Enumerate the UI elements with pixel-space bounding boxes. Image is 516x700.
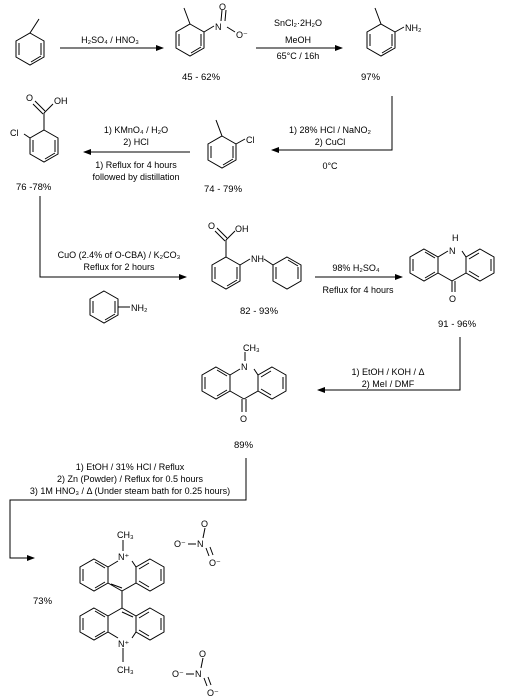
yield-acridone: 91 - 96% [438, 319, 477, 330]
lucigenin-upper-nplus-label: N⁺ [118, 552, 129, 562]
step8-reagents-1: 1) EtOH / 31% HCl / Reflux [76, 462, 185, 472]
phenylanthranilic-o-label: O [208, 221, 215, 231]
phenylanthranilic-oh-label: OH [235, 224, 249, 234]
step3-reagents-1: 1) 28% HCl / NaNO₂ [289, 125, 372, 135]
phenylanthranilic-nh-label: NH [251, 254, 264, 264]
acridone-o-label: O [449, 294, 456, 304]
acridone-n-label: N [449, 246, 456, 256]
step4-reagents-1: 1) KMnO₄ / H₂O [104, 125, 168, 135]
nitrate-lower-o-top: O [199, 649, 206, 659]
step7-reagents-2: 2) MeI / DMF [362, 379, 415, 389]
step8-reagents-3: 3) 1M HNO₃ / Δ (Under steam bath for 0.2… [30, 486, 230, 496]
step2-reagents-2: MeOH [285, 35, 311, 45]
step6-reagents-1: 98% H₂SO₄ [332, 263, 380, 273]
yield-chlorotoluene: 74 - 79% [204, 184, 243, 195]
toluidine-structure [366, 7, 405, 57]
lucigenin-structure [79, 527, 214, 687]
step8-reagents-2: 2) Zn (Powder) / Reflux for 0.5 hours [57, 474, 204, 484]
chlorobenzoic-oh-label: OH [54, 96, 68, 106]
yield-phenylanthranilic: 82 - 93% [240, 306, 279, 317]
lucigenin-lower-ch3-label: CH₃ [117, 665, 134, 675]
step3-reagents-2: 2) CuCl [315, 137, 346, 147]
step3-reagents-3: 0°C [322, 161, 338, 171]
phenylanthranilic-acid-structure [211, 227, 302, 290]
step2-reagents-3: 65°C / 16h [277, 51, 320, 61]
yield-chlorobenzoic: 76 -78% [16, 182, 52, 193]
step4-reagents-3: 1) Reflux for 4 hours [95, 160, 177, 170]
nitro-ominus-label: O⁻ [236, 30, 248, 40]
nitrate-lower-n: N [195, 669, 202, 679]
nitrotoluene-structure [175, 7, 236, 57]
chlorotoluene-structure [207, 119, 246, 169]
nitrate-lower-ominus: O⁻ [172, 669, 184, 679]
step6-reagents-2: Reflux for 4 hours [322, 285, 394, 295]
methylacridone-structure [201, 352, 287, 412]
step5-arrow [39, 196, 187, 280]
step5-reagents-1: CuO (2.4% of O-CBA) / K₂CO₃ [58, 250, 181, 260]
nitrate-upper-o-bottom: O⁻ [209, 558, 221, 568]
aniline-nh2-label: NH₂ [131, 303, 148, 313]
step4-reagents-2: 2) HCl [123, 137, 149, 147]
toluene-structure [15, 18, 45, 66]
step4-reagents-4: followed by distillation [92, 172, 179, 182]
step2-reagents-1: SnCl₂·2H₂O [274, 18, 322, 28]
chlorotoluene-cl-label: Cl [246, 135, 255, 145]
nitrate-upper-o-top: O [201, 519, 208, 529]
acridone-structure [409, 248, 495, 292]
yield-toluidine: 97% [361, 72, 381, 83]
yield-methylacridone: 89% [234, 440, 254, 451]
methylacridone-ch3-label: CH₃ [243, 343, 260, 353]
yield-lucigenin: 73% [33, 596, 53, 607]
chlorobenzoic-o-label: O [26, 93, 33, 103]
step5-reagents-2: Reflux for 2 hours [83, 262, 155, 272]
nitrate-lower-o-bottom: O⁻ [207, 688, 219, 698]
step1-reagents: H₂SO₄ / HNO₃ [81, 35, 139, 45]
nitro-o-label: O [219, 2, 226, 12]
nitrate-upper-n: N [197, 539, 204, 549]
step7-arrow [317, 337, 461, 393]
lucigenin-upper-ch3-label: CH₃ [117, 530, 134, 540]
nitro-n-label: N [215, 22, 222, 32]
methylacridone-n-label: N [241, 362, 248, 372]
step3-arrow [271, 96, 393, 153]
chlorobenzoic-acid-structure [23, 100, 59, 163]
nitrate-upper-ominus: O⁻ [174, 539, 186, 549]
toluidine-nh2-label: NH₂ [405, 23, 422, 33]
methylacridone-o-label: O [240, 414, 247, 424]
step7-reagents-1: 1) EtOH / KOH / Δ [351, 367, 424, 377]
step8-arrow [9, 458, 247, 561]
lucigenin-lower-nplus-label: N⁺ [118, 639, 129, 649]
chlorobenzoic-cl-label: Cl [10, 128, 19, 138]
acridone-h-label: H [452, 233, 459, 243]
aniline-structure [89, 290, 130, 324]
yield-nitrotoluene: 45 - 62% [182, 72, 221, 83]
